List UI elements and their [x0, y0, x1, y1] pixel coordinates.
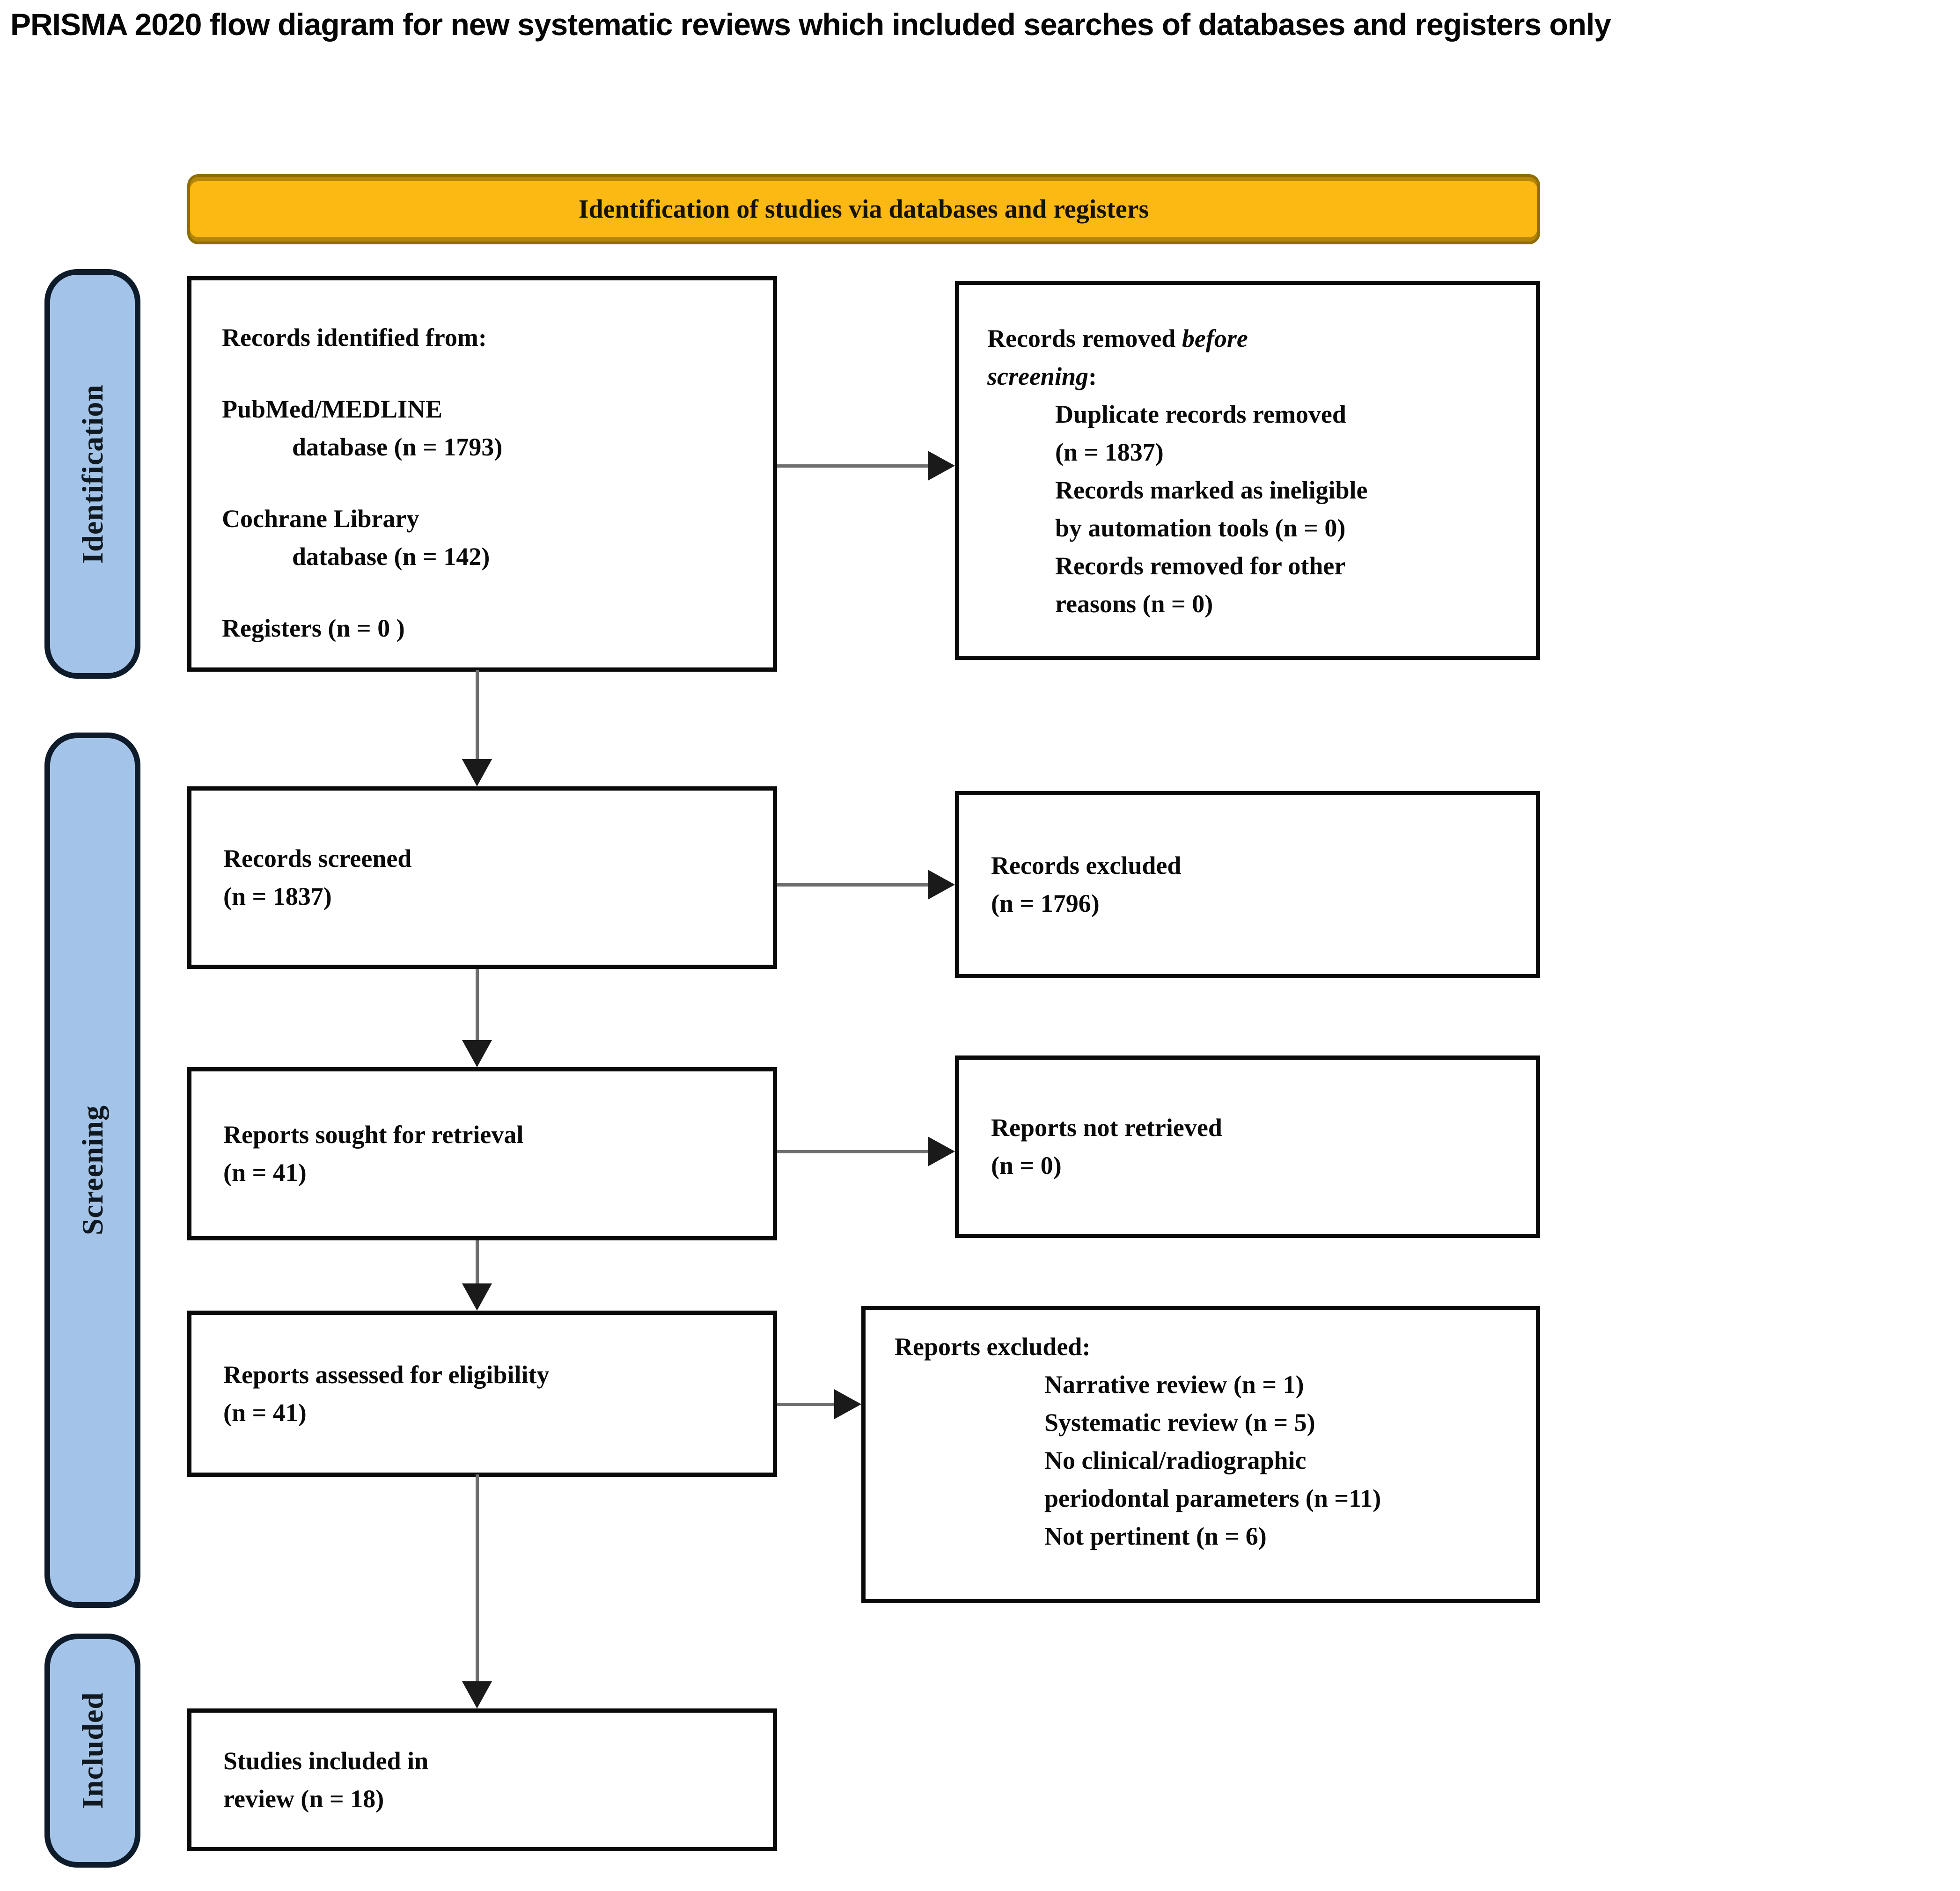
excluded-item-noclinical: No clinical/radiographic periodontal par… — [1044, 1446, 1381, 1512]
banner-identification-via-databases: Identification of studies via databases … — [187, 174, 1540, 244]
pubmed-source-name: PubMed/MEDLINE — [222, 395, 443, 423]
box-records-identified: Records identified from: PubMed/MEDLINE … — [187, 276, 777, 672]
cochrane-source-count: database (n = 142) — [292, 542, 490, 571]
records-identified-pubmed: PubMed/MEDLINE database (n = 1793) — [222, 390, 754, 466]
arrow-line — [777, 464, 932, 468]
arrowhead-down-icon — [462, 1283, 492, 1311]
cochrane-source-name: Cochrane Library — [222, 505, 419, 533]
arrow-line — [476, 670, 479, 764]
box-records-removed: Records removed before screening: Duplic… — [955, 281, 1540, 660]
arrowhead-right-icon — [928, 870, 955, 900]
records-identified-cochrane: Cochrane Library database (n = 142) — [222, 500, 754, 576]
reports-assessed-text: Reports assessed for eligibility (n = 41… — [223, 1360, 550, 1427]
banner-label: Identification of studies via databases … — [578, 195, 1149, 224]
arrowhead-right-icon — [928, 1136, 955, 1166]
records-removed-intro-suffix: : — [1088, 362, 1097, 390]
box-studies-included: Studies included in review (n = 18) — [187, 1708, 777, 1851]
records-removed-intro: Records removed before screening: — [987, 320, 1520, 396]
box-records-screened: Records screened (n = 1837) — [187, 786, 777, 969]
arrowhead-right-icon — [834, 1389, 861, 1419]
removed-item-duplicates: Duplicate records removed (n = 1837) — [1055, 400, 1346, 466]
registers-count: Registers (n = 0 ) — [222, 614, 405, 642]
stage-label-screening: Screening — [75, 1105, 109, 1236]
stage-bar-screening: Screening — [44, 733, 140, 1608]
arrowhead-down-icon — [462, 759, 492, 786]
excluded-item-systematic: Systematic review (n = 5) — [1044, 1408, 1315, 1437]
arrow-line — [476, 1474, 479, 1684]
arrow-line — [476, 969, 479, 1044]
arrow-line — [777, 1403, 838, 1406]
removed-item-other: Records removed for other reasons (n = 0… — [1055, 552, 1346, 618]
reports-excluded-intro: Reports excluded: — [895, 1333, 1091, 1361]
arrowhead-right-icon — [928, 451, 955, 481]
records-screened-text: Records screened (n = 1837) — [223, 844, 412, 910]
records-removed-intro-prefix: Records removed — [987, 324, 1182, 352]
reports-excluded-items: Narrative review (n = 1) Systematic revi… — [895, 1366, 1524, 1555]
box-reports-not-retrieved: Reports not retrieved (n = 0) — [955, 1055, 1540, 1238]
box-reports-assessed: Reports assessed for eligibility (n = 41… — [187, 1311, 777, 1477]
box-records-excluded: Records excluded (n = 1796) — [955, 791, 1540, 978]
records-excluded-text: Records excluded (n = 1796) — [991, 851, 1182, 917]
arrowhead-down-icon — [462, 1681, 492, 1708]
reports-sought-text: Reports sought for retrieval (n = 41) — [223, 1121, 524, 1187]
arrow-line — [777, 1150, 932, 1153]
excluded-item-notpertinent: Not pertinent (n = 6) — [1044, 1522, 1267, 1550]
stage-label-included: Included — [75, 1692, 109, 1809]
removed-item-automation: Records marked as ineligible by automati… — [1055, 476, 1368, 542]
records-removed-items: Duplicate records removed (n = 1837) Rec… — [987, 396, 1520, 623]
page-title: PRISMA 2020 flow diagram for new systema… — [10, 7, 1611, 42]
records-identified-intro: Records identified from: — [222, 323, 487, 352]
excluded-item-narrative: Narrative review (n = 1) — [1044, 1371, 1304, 1399]
pubmed-source-count: database (n = 1793) — [292, 433, 503, 461]
stage-bar-identification: Identification — [44, 269, 140, 679]
records-removed-intro-italic: before screening — [987, 324, 1248, 390]
arrow-line — [476, 1240, 479, 1286]
stage-bar-included: Included — [44, 1634, 140, 1868]
arrow-line — [777, 883, 932, 887]
stage-label-identification: Identification — [75, 384, 109, 564]
box-reports-sought: Reports sought for retrieval (n = 41) — [187, 1067, 777, 1240]
studies-included-text: Studies included in review (n = 18) — [223, 1746, 429, 1813]
reports-not-retrieved-text: Reports not retrieved (n = 0) — [991, 1114, 1222, 1180]
box-reports-excluded: Reports excluded: Narrative review (n = … — [861, 1306, 1540, 1603]
arrowhead-down-icon — [462, 1040, 492, 1067]
